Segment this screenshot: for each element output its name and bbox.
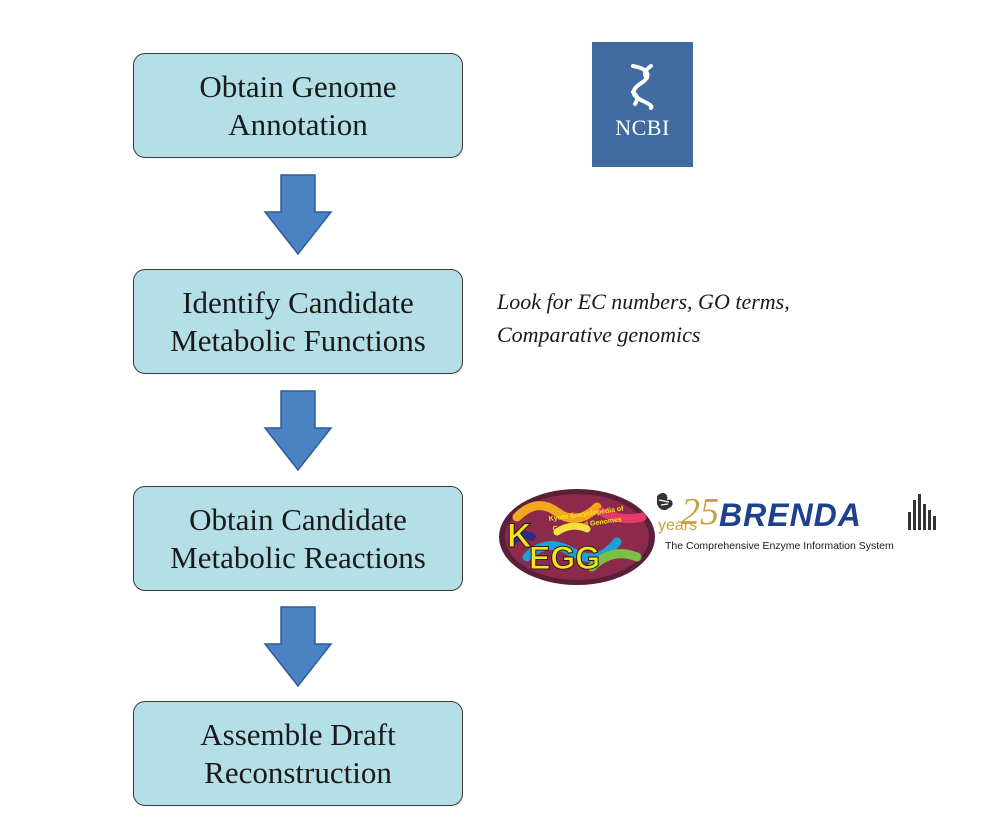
- down-arrow-icon: [263, 606, 333, 688]
- note-line1: Look for EC numbers, GO terms,: [497, 289, 790, 314]
- step-label-line2: Reconstruction: [204, 754, 392, 790]
- svg-text:BRENDA: BRENDA: [719, 497, 862, 533]
- brenda-logo: years 25 BRENDA The Comprehensive Enzyme…: [657, 491, 936, 552]
- svg-text:K: K: [507, 517, 532, 555]
- brenda-bars-icon: [908, 494, 936, 530]
- step-label-line2: Metabolic Functions: [170, 322, 426, 358]
- step-label-line2: Annotation: [228, 106, 368, 142]
- note-line2: Comparative genomics: [497, 322, 701, 347]
- svg-text:25: 25: [681, 491, 719, 533]
- down-arrow-icon: [263, 390, 333, 472]
- annotation-note: Look for EC numbers, GO terms, Comparati…: [497, 285, 790, 351]
- ncbi-logo: NCBI: [592, 42, 693, 167]
- step-label-line1: Assemble Draft: [200, 716, 396, 752]
- step-label-line2: Metabolic Reactions: [170, 539, 426, 575]
- step-label-line1: Obtain Genome: [199, 68, 397, 104]
- step-label-line1: Obtain Candidate: [189, 501, 407, 537]
- step-obtain-candidate-metabolic-reactions: Obtain Candidate Metabolic Reactions: [133, 486, 463, 591]
- step-assemble-draft-reconstruction: Assemble Draft Reconstruction: [133, 701, 463, 806]
- kegg-logo: K EGG Kyoto Encyclopedia of Genes and Ge…: [499, 489, 655, 585]
- step-obtain-genome-annotation: Obtain Genome Annotation: [133, 53, 463, 158]
- down-arrow-icon: [263, 174, 333, 256]
- step-label-line1: Identify Candidate: [182, 284, 414, 320]
- step-identify-candidate-metabolic-functions: Identify Candidate Metabolic Functions: [133, 269, 463, 374]
- ncbi-logo-label: NCBI: [615, 115, 670, 140]
- brenda-emblem-icon: [657, 493, 673, 511]
- svg-text:EGG: EGG: [529, 540, 600, 576]
- svg-text:years: years: [658, 517, 697, 534]
- dna-helix-icon: [631, 64, 654, 110]
- svg-text:The Comprehensive Enzyme Infor: The Comprehensive Enzyme Information Sys…: [665, 540, 894, 552]
